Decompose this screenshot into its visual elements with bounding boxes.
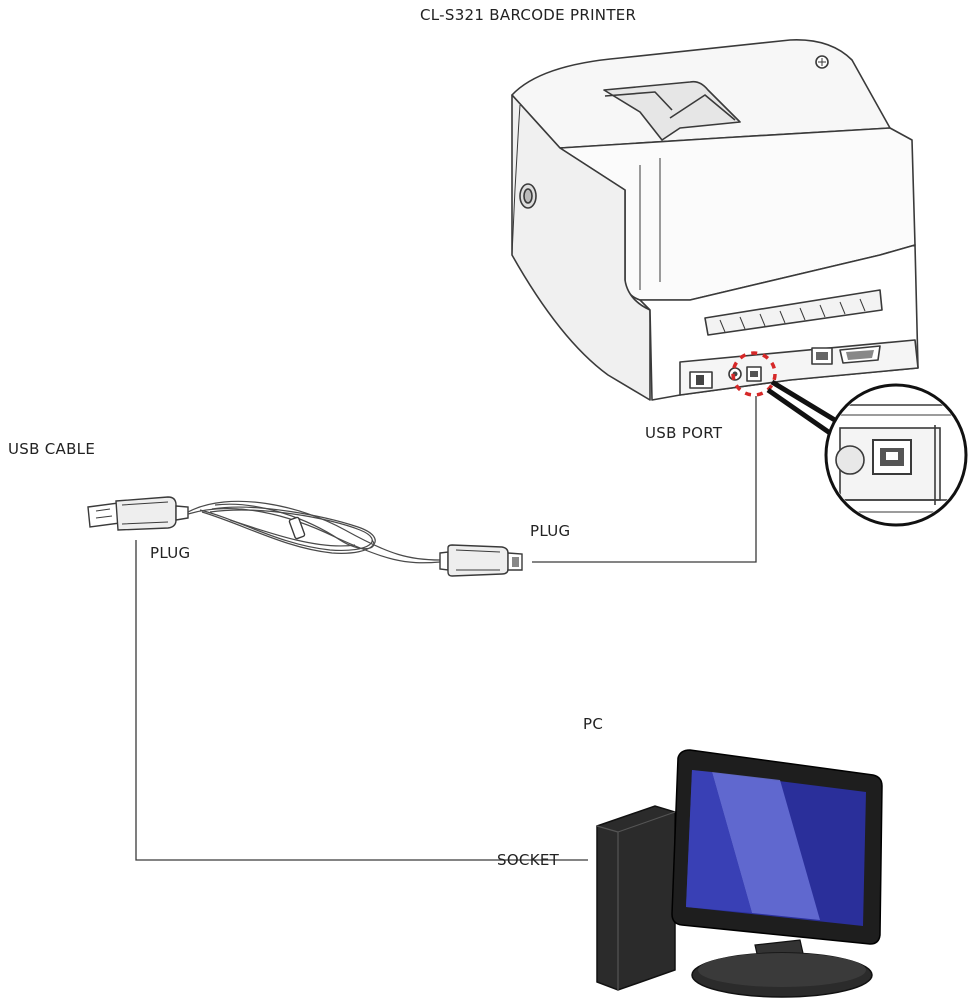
barcode-printer-icon: [511, 39, 919, 401]
pc-label: PC: [583, 715, 604, 733]
desktop-pc-icon: [596, 749, 883, 998]
usb-cable-label: USB CABLE: [8, 440, 96, 458]
usb-port-label: USB PORT: [645, 424, 723, 442]
socket-label: SOCKET: [497, 851, 560, 869]
plug-left-label: PLUG: [150, 544, 191, 562]
plug-right-label: PLUG: [530, 522, 571, 540]
usb-port-highlight: [731, 351, 777, 397]
usb-cable-icon: [87, 496, 523, 577]
printer-title-label: CL-S321 BARCODE PRINTER: [420, 6, 637, 24]
usb-port-zoom-icon: [824, 383, 968, 527]
connector-lines: [135, 396, 757, 861]
